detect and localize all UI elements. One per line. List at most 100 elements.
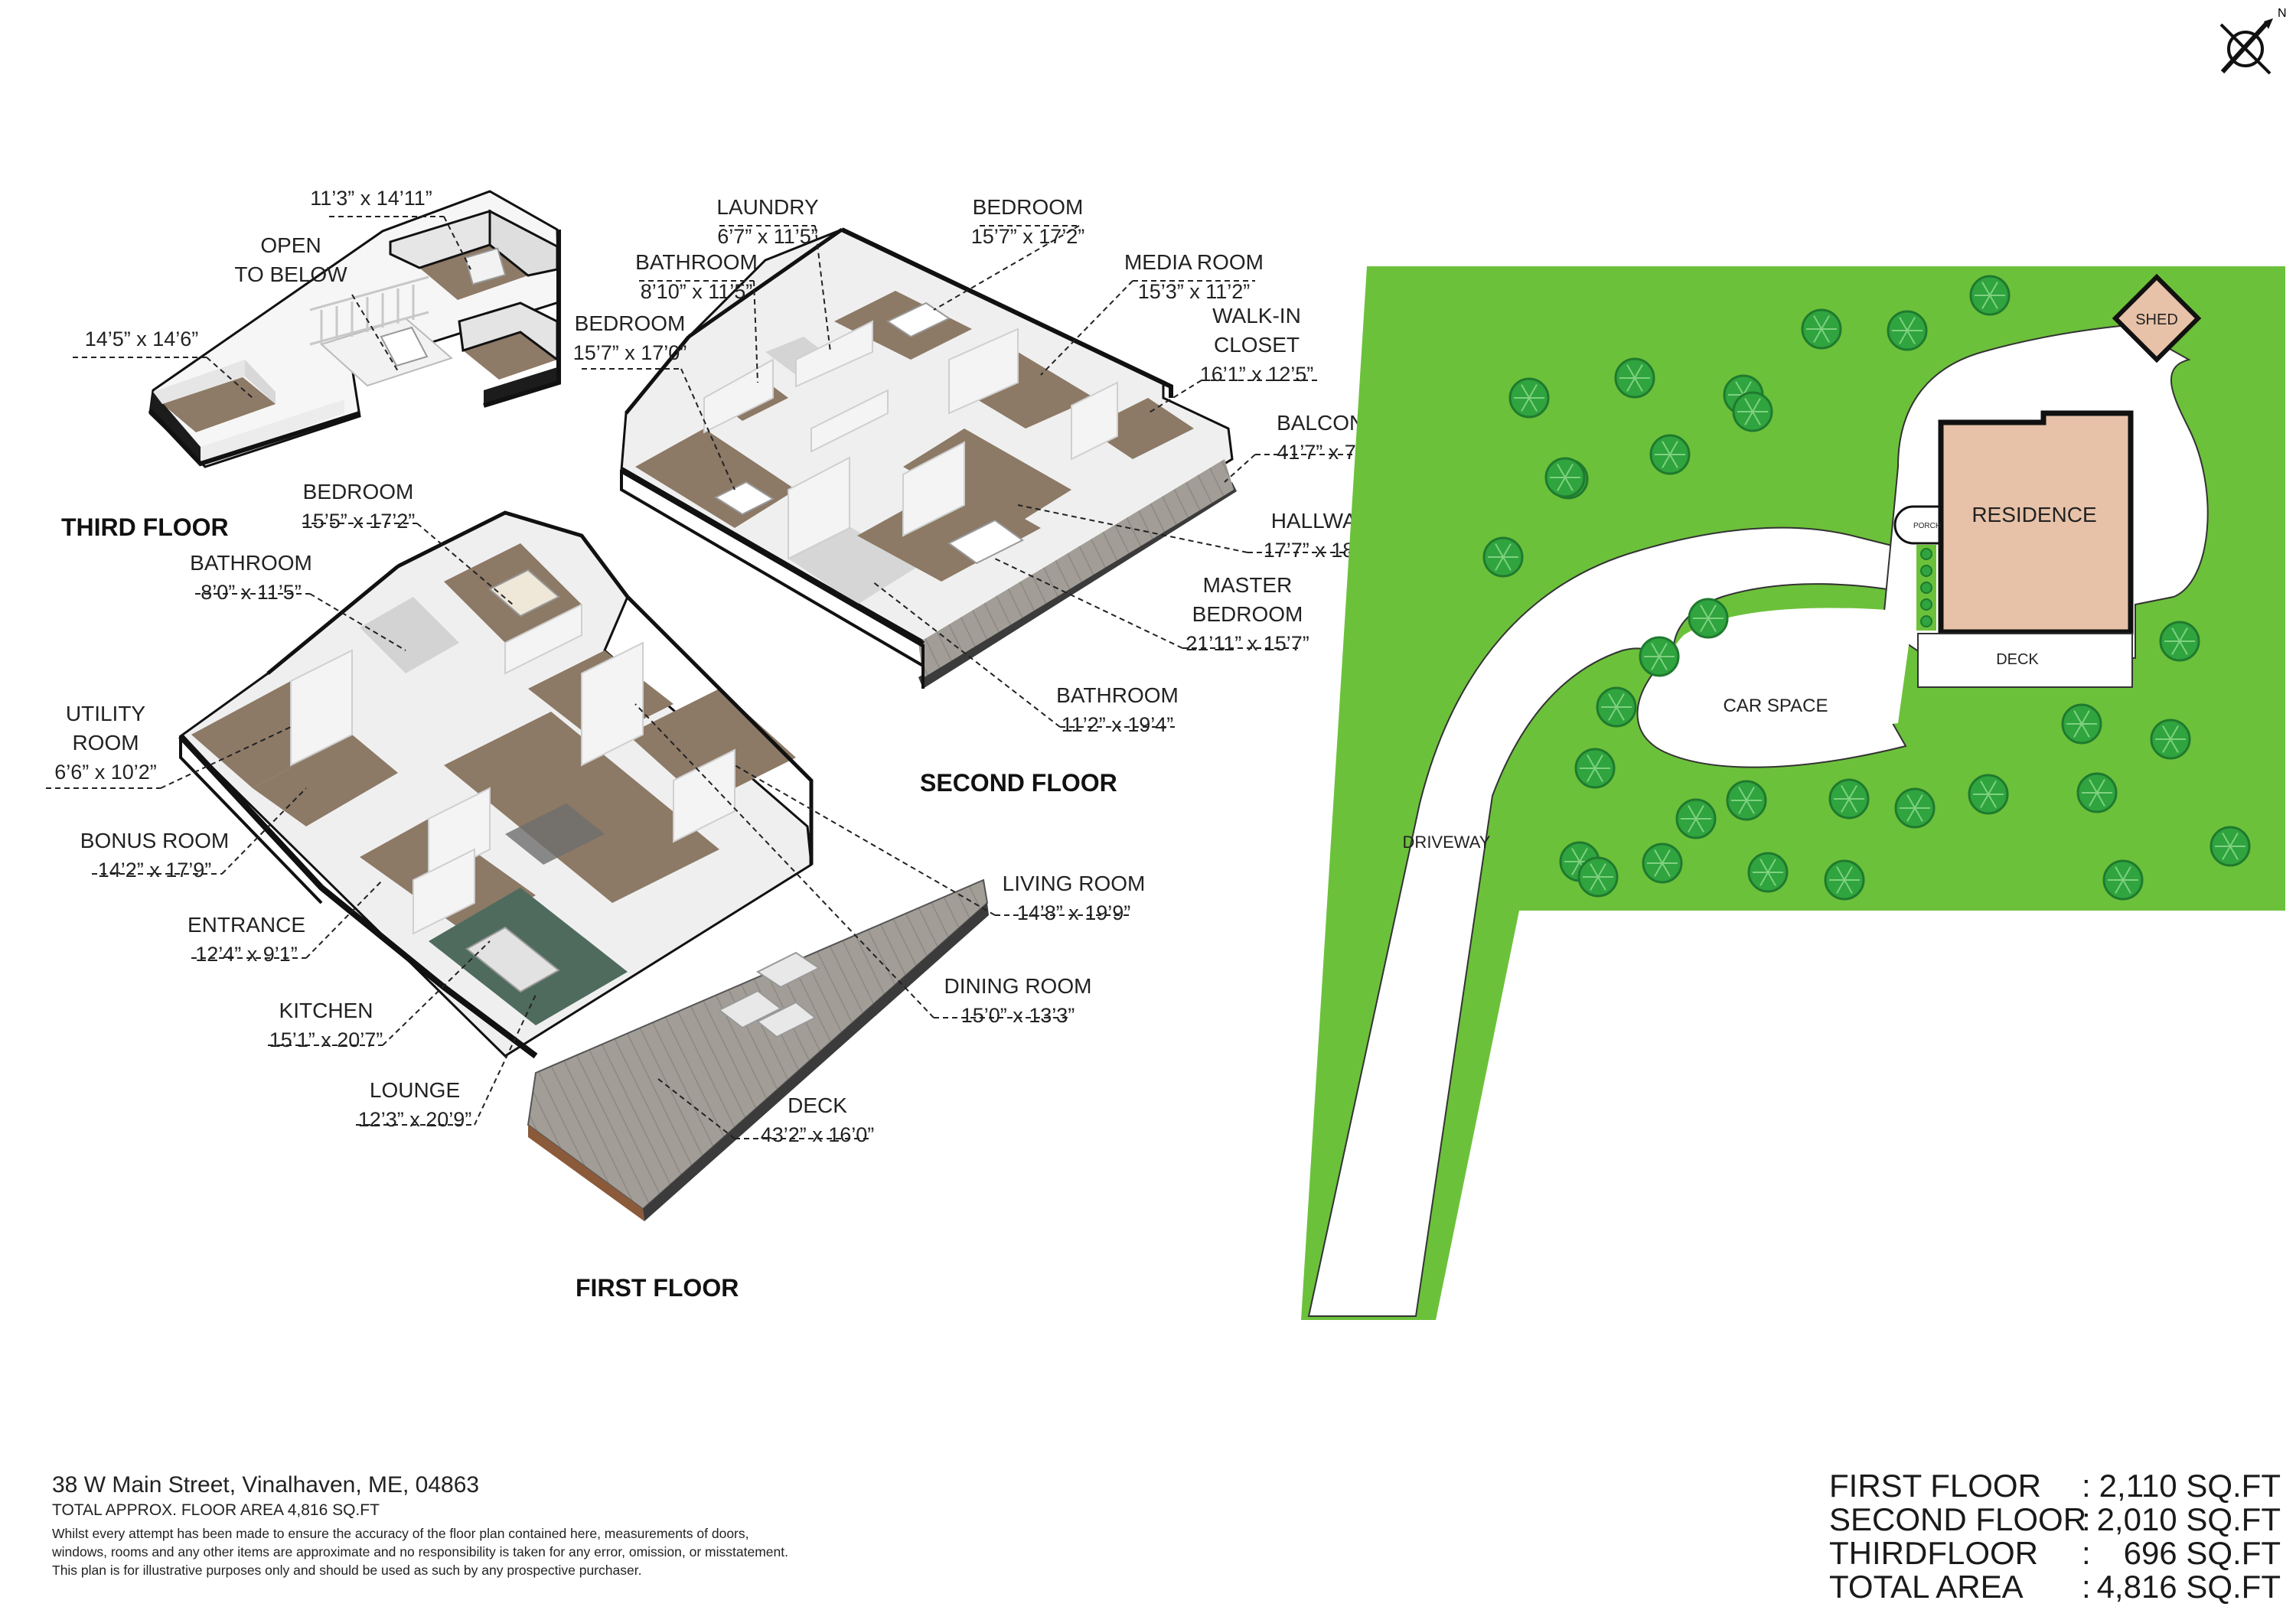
area-label: THIRDFLOOR: [1829, 1535, 2038, 1571]
area-row: FIRST FLOOR : 2,110 SQ.FT: [1829, 1468, 2281, 1504]
third-floor-title: THIRD FLOOR: [61, 513, 229, 541]
disclaimer: Whilst every attempt has been made to en…: [52, 1524, 1047, 1579]
leader-line: [634, 703, 934, 1018]
leader-line: [1147, 380, 1202, 414]
room-name: BEDROOM: [575, 311, 686, 335]
area-row: SECOND FLOOR : 2,010 SQ.FT: [1829, 1501, 2281, 1537]
leader-line: [680, 368, 735, 490]
leader-line: [933, 225, 1080, 311]
tree-icon: [1577, 856, 1619, 898]
tree-icon: [1642, 842, 1683, 884]
area-row: TOTAL AREA : 4,816 SQ.FT: [1829, 1569, 2281, 1605]
tree-icon: [1747, 852, 1789, 893]
leader-line: [351, 294, 399, 372]
second-bedroom-1-label: BEDROOM 15’7” x 17’2”: [933, 195, 1085, 311]
tree-icon: [1968, 774, 2009, 815]
leader-line: [872, 581, 1061, 728]
room-name: KITCHEN: [279, 999, 373, 1022]
room-name: WALK-IN: [1212, 304, 1301, 328]
tree-icon: [2159, 621, 2200, 662]
residence-label: RESIDENCE: [1971, 503, 2096, 526]
tree-icon: [2150, 719, 2191, 760]
leader-line: [382, 940, 491, 1046]
room-dimensions: 14’5” x 14’6”: [85, 328, 199, 350]
leader-line: [734, 764, 996, 916]
room-dimensions: 15’7” x 17’2”: [971, 225, 1085, 248]
tree-icon: [2102, 859, 2144, 901]
leader-line: [1017, 504, 1248, 553]
room-dimensions: 6’7” x 11’5”: [717, 225, 818, 248]
north-arrow-icon: N: [2219, 7, 2287, 75]
property-address: 38 W Main Street, Vinalhaven, ME, 04863: [52, 1472, 480, 1498]
tree-icon: [1887, 310, 1928, 351]
residence-building: [1938, 410, 2134, 635]
tree-icon: [1894, 787, 1936, 829]
leader-line: [416, 523, 514, 605]
leader-line: [221, 787, 307, 875]
room-dimensions: 15’5” x 17’2”: [302, 510, 416, 533]
room-name: MEDIA ROOM: [1124, 250, 1264, 274]
area-label: TOTAL AREA: [1829, 1569, 2024, 1605]
disclaimer-line: Whilst every attempt has been made to en…: [52, 1526, 749, 1541]
room-name: DINING ROOM: [944, 974, 1092, 998]
tree-icon: [1801, 308, 1842, 350]
area-summary: FIRST FLOOR : 2,110 SQ.FT SECOND FLOOR :…: [1829, 1468, 2281, 1605]
tree-icon: [1726, 780, 1767, 821]
tree-icon: [1574, 748, 1616, 789]
tree-icon: [2210, 826, 2251, 867]
disclaimer-line: windows, rooms and any other items are a…: [52, 1544, 788, 1559]
tree-icon: [1688, 598, 1729, 639]
third-floor-plan: [148, 190, 561, 468]
leader-line: [206, 357, 253, 399]
tree-icon: [1649, 434, 1691, 475]
third-room-a-label: 11’3” x 14’11”: [310, 187, 471, 270]
tree-icon: [1596, 686, 1637, 728]
third-room-b-label: 14’5” x 14’6”: [73, 328, 253, 399]
leader-line: [309, 593, 406, 651]
room-dimensions: 15’7” x 17’0”: [573, 341, 687, 364]
area-colon: :: [2082, 1501, 2091, 1537]
room-dimensions: 16’1” x 12’5”: [1200, 363, 1314, 386]
room-name: BEDROOM: [1192, 602, 1303, 626]
room-name: LIVING ROOM: [1003, 872, 1146, 895]
room-name: DECK: [788, 1093, 847, 1117]
leader-line: [994, 558, 1183, 649]
tree-icon: [1824, 859, 1865, 901]
room-name: ENTRANCE: [188, 913, 305, 937]
leader-line: [160, 726, 292, 789]
tree-icon: [1508, 377, 1550, 419]
room-name: BONUS ROOM: [80, 829, 229, 852]
first-entrance-label: ENTRANCE 12’4” x 9’1”: [188, 879, 383, 966]
room-dimensions: 15’3” x 11’2”: [1138, 280, 1251, 303]
tree-icon: [1614, 357, 1655, 399]
area-colon: :: [2082, 1535, 2091, 1571]
second-media-label: MEDIA ROOM 15’3” x 11’2”: [1040, 250, 1264, 376]
tree-icon: [1828, 778, 1870, 820]
room-name: CLOSET: [1214, 333, 1300, 357]
compass-label: N: [2278, 7, 2287, 20]
site-deck-label: DECK: [1996, 651, 2039, 668]
room-name: BATHROOM: [1056, 683, 1179, 707]
room-name: BEDROOM: [973, 195, 1084, 219]
room-dimensions: 12’4” x 9’1”: [195, 943, 298, 966]
room-dimensions: 6’6” x 10’2”: [54, 761, 157, 784]
tree-icon: [2061, 703, 2102, 745]
leader-line: [443, 216, 471, 270]
first-floor-plan: [178, 510, 989, 1221]
second-floor-title: SECOND FLOOR: [920, 769, 1117, 797]
room-name: TO BELOW: [234, 262, 347, 286]
tree-icon: [1544, 457, 1586, 498]
room-dimensions: 8’10” x 11’5”: [641, 280, 753, 303]
site-deck: [1917, 633, 2133, 688]
area-colon: :: [2082, 1468, 2091, 1504]
room-name: BATHROOM: [190, 551, 312, 575]
porch: PORCH: [1893, 505, 1941, 545]
